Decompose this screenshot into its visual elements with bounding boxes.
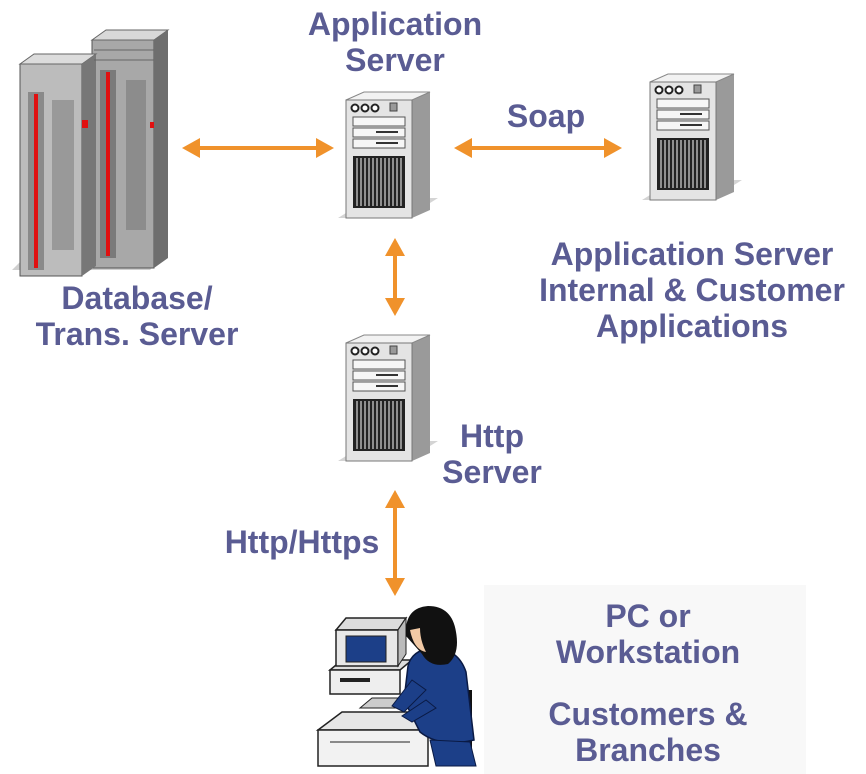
database-label-line2: Trans. Server [35,316,239,352]
app-server-right-line3: Applications [595,308,788,344]
soap-label: Soap [506,98,586,134]
database-label-line1: Database/ [61,280,213,316]
database-label: Database/ Trans. Server [12,280,262,352]
app-server-right-line2: Internal & Customer [539,272,845,308]
workstation-panel [484,585,806,774]
app-server-right-icon [641,73,743,201]
arrow-http-pc [385,490,405,596]
pc-label-line2: Workstation [555,634,741,670]
http-server-label-line1: Http [460,418,524,454]
pc-label-line1: PC or [605,598,691,634]
app-server-label: Application Server [300,6,490,78]
mainframe-icon [12,29,170,277]
app-server-label-line2: Server [345,42,445,78]
app-server-right-line1: Application Server [550,236,834,272]
http-https-label: Http/Https [224,524,380,560]
arrow-app-http [385,238,405,316]
customers-label-line2: Branches [575,732,721,768]
customers-label: Customers & Branches [528,696,768,768]
person-at-computer-icon [315,606,477,767]
app-server-right-label: Application Server Internal & Customer A… [520,236,864,344]
http-server-label: Http Server [422,418,562,490]
app-server-icon [337,91,439,219]
customers-label-line1: Customers & [548,696,748,732]
pc-label: PC or Workstation [528,598,768,670]
http-server-label-line2: Server [442,454,542,490]
arrow-soap [454,138,622,158]
arrow-database-app [182,138,334,158]
app-server-label-line1: Application [307,6,483,42]
